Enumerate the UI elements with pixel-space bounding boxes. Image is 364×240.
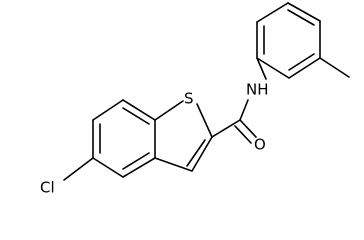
methyl-bond [319,57,350,78]
bond [287,9,315,26]
tolyl-ring [256,2,321,79]
bond [122,157,156,178]
bond [92,157,124,178]
bond [239,119,257,138]
bond [122,107,150,125]
chlorine-label: Cl [40,179,55,197]
bond [154,157,193,172]
bond [288,53,315,71]
oxygen-label: O [254,136,266,154]
benzo-ring [92,99,156,178]
bond [211,119,241,138]
bond [256,57,267,80]
bond [196,103,213,138]
bond [234,125,252,144]
bond [287,2,321,22]
nitrogen-label: NH [246,81,269,99]
bond [239,99,249,121]
structural-formula: S NH O Cl [40,2,350,197]
thiophene-ring [154,100,213,172]
bond [256,57,290,79]
bond [191,136,213,172]
bond [154,100,184,121]
bond [92,99,124,121]
c-cl-bond [63,157,94,181]
amide-group [211,57,267,144]
bond [122,152,150,170]
bond [256,2,289,23]
structure-canvas: S NH O Cl [40,2,350,197]
bond [122,99,156,121]
bond [186,139,206,167]
sulfur-label: S [184,90,194,108]
bond [288,57,321,79]
